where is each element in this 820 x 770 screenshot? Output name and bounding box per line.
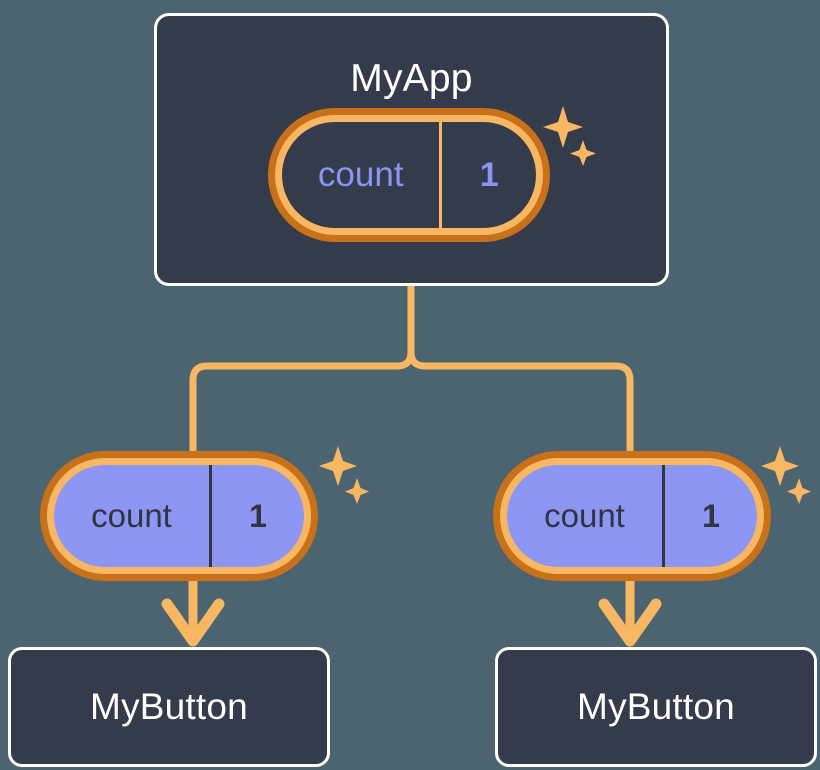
state-pill-child-right[interactable]: count 1: [493, 451, 771, 581]
state-key-label: count: [317, 155, 404, 194]
connector-root-to-right-child: [407, 282, 634, 470]
connector-root-to-left-child: [189, 282, 415, 470]
state-pill-inner-ring: count 1: [500, 458, 764, 574]
page-title: MyApp: [350, 57, 473, 100]
component-title: MyButton: [577, 686, 735, 727]
state-pill-myapp[interactable]: count 1: [268, 108, 550, 242]
component-title: MyButton: [90, 686, 248, 727]
state-pill-child-left[interactable]: count 1: [40, 451, 318, 581]
state-pill-inner-ring: count 1: [275, 115, 543, 235]
state-key-label: count: [544, 497, 625, 534]
sparkle-icon-left-large: [319, 446, 369, 504]
state-pill-inner-ring: count 1: [47, 458, 311, 574]
component-card-mybutton-right[interactable]: MyButton: [495, 647, 817, 767]
state-key-label: count: [91, 497, 172, 534]
state-pill-body: count 1: [54, 465, 304, 567]
state-value-label: 1: [662, 465, 757, 567]
state-value-label: 1: [439, 122, 536, 228]
component-card-mybutton-left[interactable]: MyButton: [8, 647, 330, 767]
state-pill-body: count 1: [282, 122, 536, 228]
state-pill-body: count 1: [507, 465, 757, 567]
state-value-label: 1: [209, 465, 304, 567]
